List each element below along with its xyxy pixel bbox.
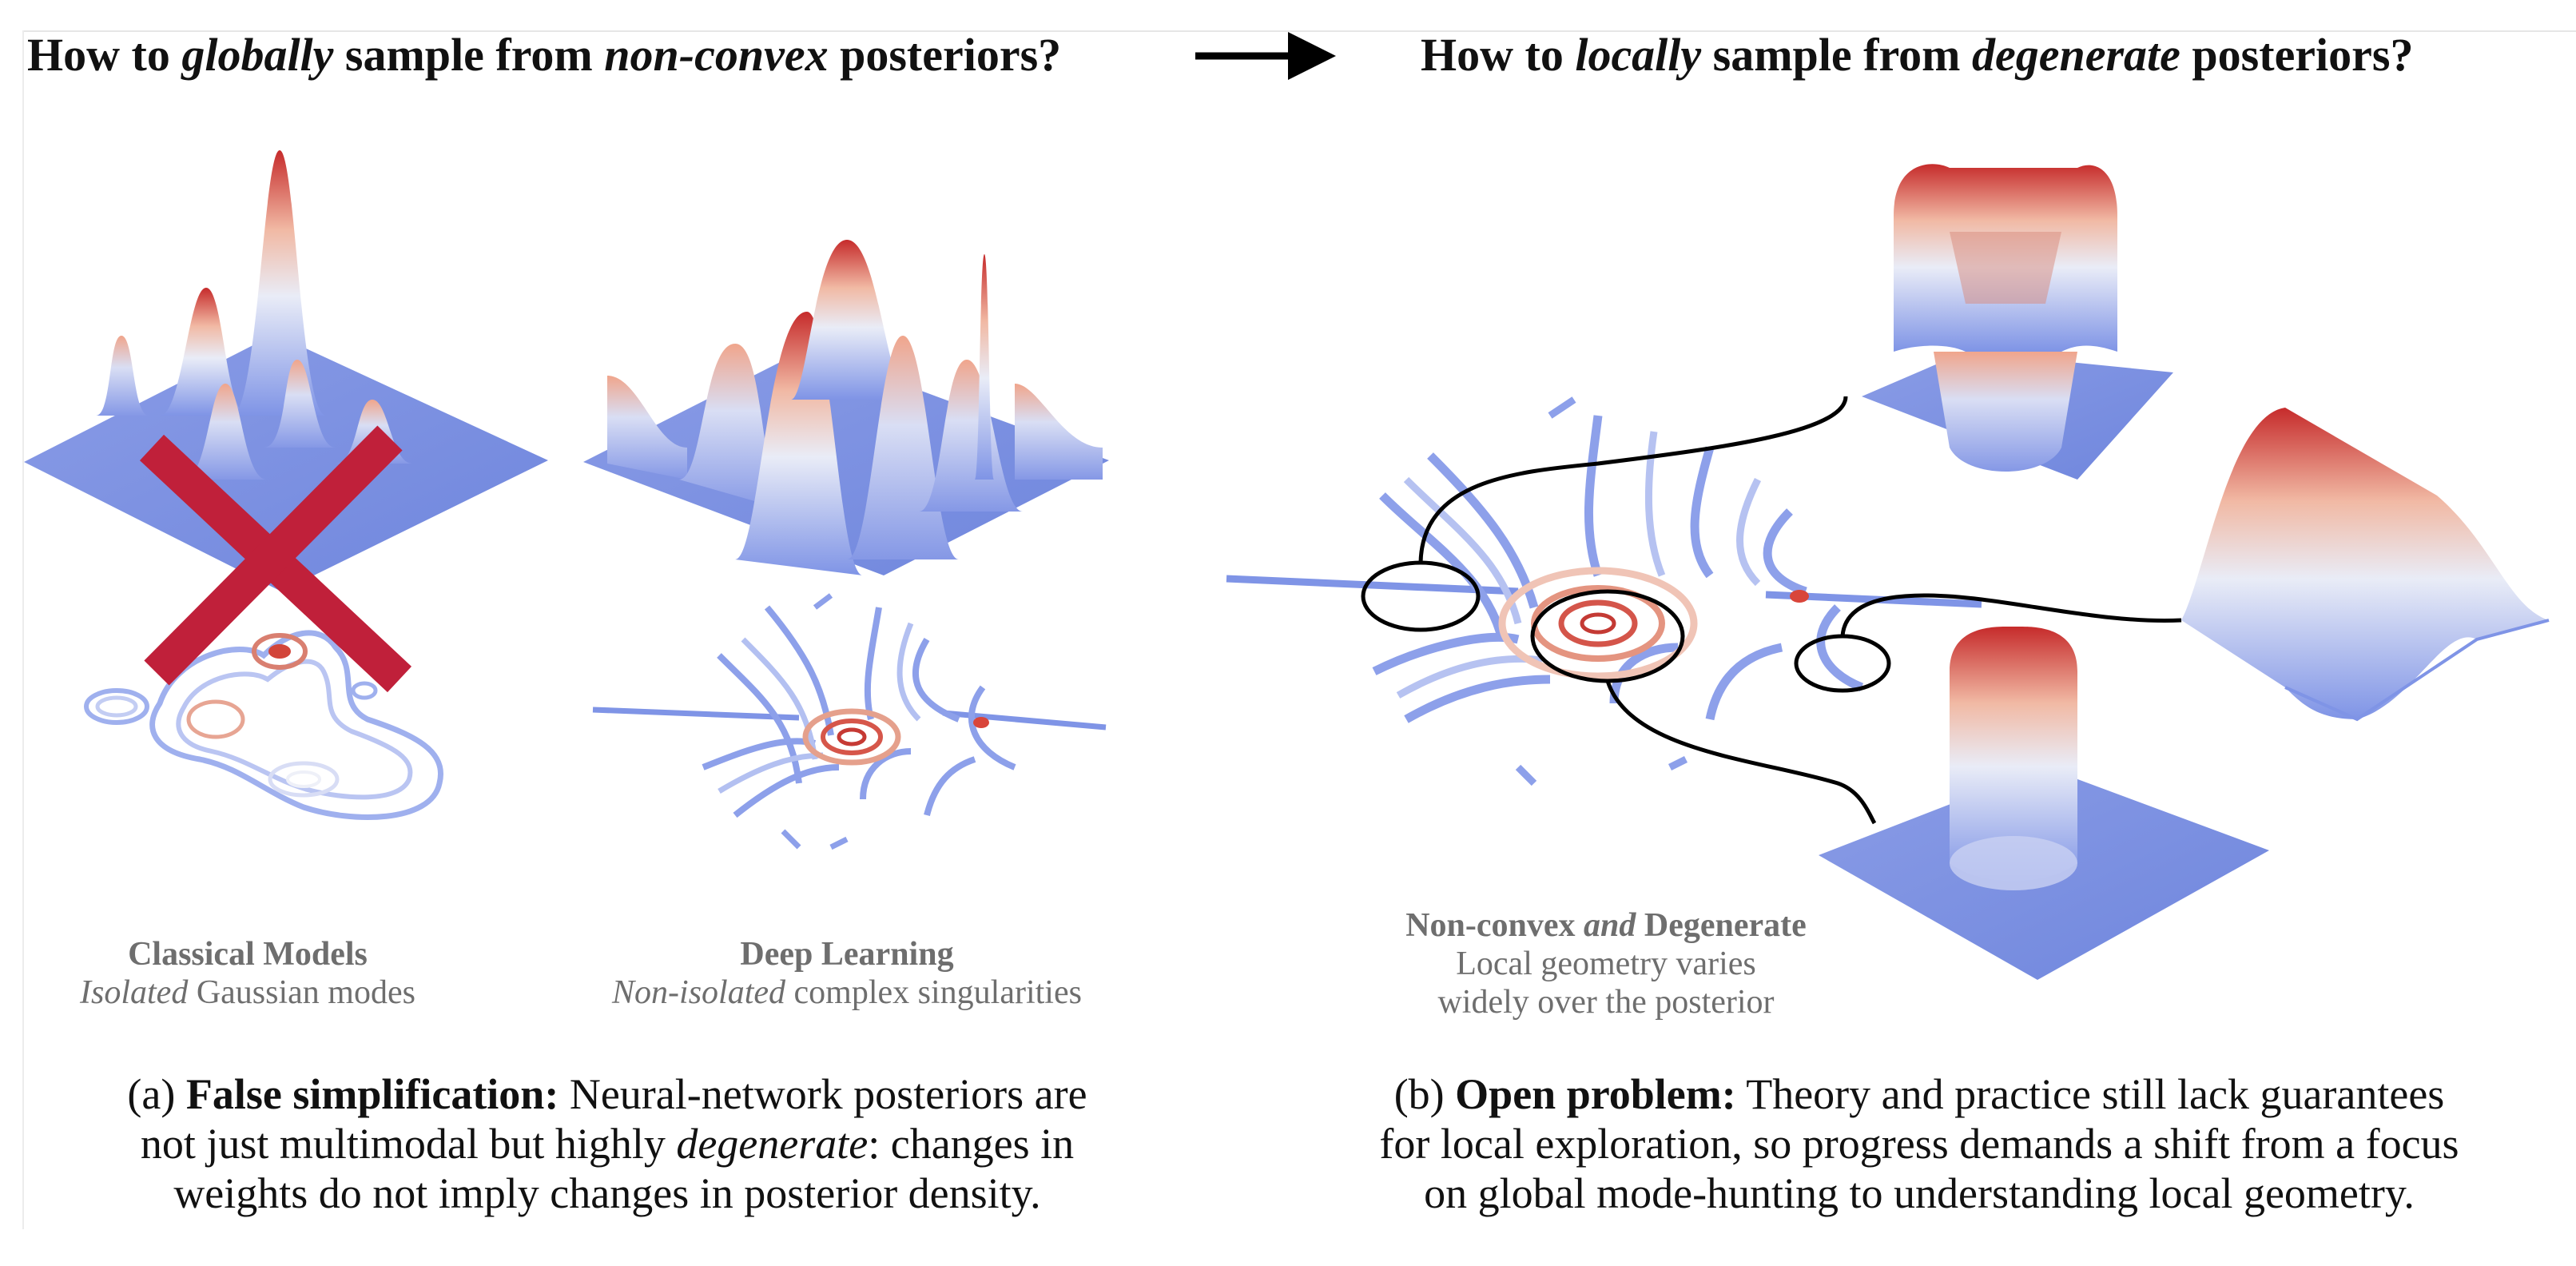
top-divider <box>24 30 2576 32</box>
classical-surface-plot <box>24 150 548 591</box>
caption-b-line-2: for local exploration, so progress deman… <box>1379 1120 2459 1168</box>
deep-learning-label: Deep Learning Non-isolated complex singu… <box>575 935 1119 1012</box>
ring-surface-plot <box>1862 164 2173 480</box>
caption-a-line-2-end: : changes in <box>868 1120 1075 1168</box>
left-heading-emphasis-2: non-convex <box>604 29 829 81</box>
caption-a-line-1: Neural-network posteriors are <box>559 1070 1087 1118</box>
degenerate-title-emphasis: and <box>1584 907 1636 944</box>
degenerate-title-b: Degenerate <box>1636 907 1807 944</box>
caption-b-bold: Open problem: <box>1455 1070 1736 1118</box>
right-heading-text-end: posteriors? <box>2180 29 2414 81</box>
right-heading-emphasis-2: degenerate <box>1972 29 2180 81</box>
degenerate-label: Non-convex and Degenerate Local geometry… <box>1326 906 1886 1021</box>
caption-b-prefix: (b) <box>1393 1070 1456 1118</box>
caption-a-line-2: not just multimodal but highly <box>140 1120 677 1168</box>
deep-learning-contour-plot <box>592 593 1107 850</box>
caption-a-emphasis: degenerate <box>676 1120 869 1168</box>
connector-lines <box>1418 396 2182 825</box>
rejected-cross-icon <box>139 425 412 693</box>
right-heading-text-mid: sample from <box>1701 29 1972 81</box>
left-heading-emphasis-1: globally <box>181 29 334 81</box>
right-heading-text: How to <box>1421 29 1576 81</box>
caption-a-prefix: (a) <box>127 1070 186 1118</box>
left-heading: How to globally sample from non-convex p… <box>27 27 1061 83</box>
degenerate-line-3: widely over the posterior <box>1437 984 1775 1021</box>
classical-contour-plot <box>84 630 443 820</box>
caption-b-line-1: Theory and practice still lack guarantee… <box>1735 1070 2445 1118</box>
caption-a-line-3: weights do not imply changes in posterio… <box>173 1169 1041 1217</box>
right-heading-emphasis-1: locally <box>1575 29 1702 81</box>
caption-a-bold: False simplification: <box>185 1070 559 1118</box>
deep-learning-title: Deep Learning <box>740 936 954 973</box>
left-heading-text-end: posteriors? <box>828 29 1062 81</box>
degenerate-contour-plot <box>1226 396 1982 786</box>
plateau-surface-plot <box>1819 626 2269 980</box>
classical-models-label: Classical Models Isolated Gaussian modes <box>32 935 463 1012</box>
classical-models-sub-emphasis: Isolated <box>80 974 189 1011</box>
right-heading: How to locally sample from degenerate po… <box>1421 27 2413 83</box>
left-heading-text-mid: sample from <box>333 29 605 81</box>
deep-learning-sub: complex singularities <box>785 974 1082 1011</box>
caption-a: (a) False simplification: Neural-network… <box>24 1069 1191 1218</box>
classical-models-title: Classical Models <box>128 936 368 973</box>
caption-b: (b) Open problem: Theory and practice st… <box>1262 1069 2576 1218</box>
deep-learning-surface-plot <box>583 240 1109 575</box>
degenerate-title-a: Non-convex <box>1405 907 1584 944</box>
left-heading-text: How to <box>27 29 182 81</box>
ridge-surface-plot <box>2181 408 2550 722</box>
deep-learning-sub-emphasis: Non-isolated <box>612 974 786 1011</box>
degenerate-line-2: Local geometry varies <box>1456 946 1756 982</box>
classical-models-sub: Gaussian modes <box>188 974 415 1011</box>
caption-b-line-3: on global mode-hunting to understanding … <box>1424 1169 2415 1217</box>
left-border <box>22 30 24 1229</box>
transition-arrow <box>1195 32 1336 80</box>
